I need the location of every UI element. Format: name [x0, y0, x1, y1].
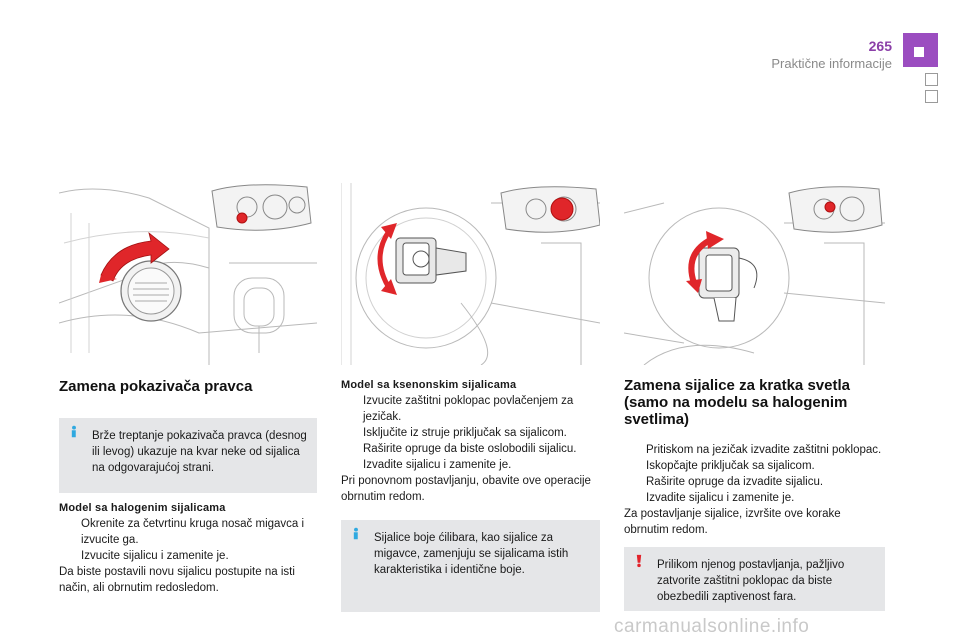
page-number: 265: [868, 38, 892, 54]
warning-note-right: Prilikom njenog postavljanja, pažljivo z…: [624, 547, 885, 611]
list-item: Raširite opruge da biste oslobodili sija…: [341, 441, 600, 457]
left-title-block: Zamena pokazivača pravca: [59, 378, 317, 395]
list-item: Okrenite za četvrtinu kruga nosač migavc…: [59, 516, 317, 548]
chapter-tab-empty: [925, 90, 938, 103]
paragraph: Da biste postavili novu sijalicu postupi…: [59, 566, 295, 594]
bullet-marker: [59, 516, 81, 548]
info-note-left: Brže treptanje pokazivača pravca (desnog…: [59, 418, 317, 493]
list-item-text: Izvadite sijalicu i zamenite je.: [646, 492, 795, 504]
info-note-middle: Sijalice boje ćilibara, kao sijalice za …: [341, 520, 600, 612]
chapter-tab-marker: [914, 47, 924, 57]
right-body: Zamena sijalice za kratka svetla (samo n…: [624, 377, 885, 538]
paragraph: Za postavljanje sijalice, izvršite ove k…: [624, 508, 841, 536]
list-item-text: Iskopčajte priključak sa sijalicom.: [646, 460, 815, 472]
bullet-marker: [624, 458, 646, 474]
bullet-marker: [624, 490, 646, 506]
list-item: Isključite iz struje priključak sa sijal…: [341, 425, 600, 441]
list-item-text: Izvucite zaštitni poklopac povlačenjem z…: [363, 395, 574, 423]
list-item: Izvucite sijalicu i zamenite je.: [59, 548, 317, 564]
bullet-marker: [341, 393, 363, 425]
list-item: Iskopčajte priključak sa sijalicom.: [624, 458, 885, 474]
list-item: Izvadite sijalicu i zamenite je.: [624, 490, 885, 506]
list-item-text: Izvucite sijalicu i zamenite je.: [81, 550, 229, 562]
illustration-halogen-low-beam: [624, 183, 885, 365]
illustration-xenon-bulb: [341, 183, 600, 365]
list-item-text: Izvadite sijalicu i zamenite je.: [363, 459, 512, 471]
info-note-text: Sijalice boje ćilibara, kao sijalice za …: [374, 532, 569, 576]
info-note-text: Brže treptanje pokazivača pravca (desnog…: [92, 430, 307, 474]
info-icon: [71, 425, 76, 438]
list-item-text: Okrenite za četvrtinu kruga nosač migavc…: [81, 518, 305, 546]
warning-icon: [636, 554, 642, 568]
bullet-marker: [624, 474, 646, 490]
middle-body: Model sa ksenonskim sijalicama Izvucite …: [341, 377, 600, 505]
bullet-marker: [341, 425, 363, 441]
left-body: Model sa halogenim sijalicama Okrenite z…: [59, 500, 317, 596]
warning-note-text: Prilikom njenog postavljanja, pažljivo z…: [657, 559, 845, 603]
list-item: Pritiskom na jezičak izvadite zaštitni p…: [624, 442, 885, 458]
bullet-marker: [341, 457, 363, 473]
subhead-xenon: Model sa ksenonskim sijalicama: [341, 379, 517, 391]
list-item-text: Raširite opruge da biste oslobodili sija…: [363, 443, 577, 455]
bullet-marker: [624, 442, 646, 458]
subhead-halogen: Model sa halogenim sijalicama: [59, 502, 226, 514]
bullet-marker: [341, 441, 363, 457]
paragraph: Pri ponovnom postavljanju, obavite ove o…: [341, 475, 591, 503]
section-title: Praktične informacije: [771, 56, 892, 71]
heading-turn-signal: Zamena pokazivača pravca: [59, 378, 253, 395]
list-item: Izvadite sijalicu i zamenite je.: [341, 457, 600, 473]
list-item: Izvucite zaštitni poklopac povlačenjem z…: [341, 393, 600, 425]
illustration-turn-signal: [59, 183, 317, 365]
chapter-tab-empty: [925, 73, 938, 86]
list-item-text: Raširite opruge da izvadite sijalicu.: [646, 476, 824, 488]
bullet-marker: [59, 548, 81, 564]
heading-low-beam: Zamena sijalice za kratka svetla (samo n…: [624, 377, 850, 428]
list-item: Raširite opruge da izvadite sijalicu.: [624, 474, 885, 490]
watermark: carmanualsonline.info: [614, 616, 810, 637]
chapter-tab: [903, 33, 938, 67]
info-icon: [353, 527, 358, 540]
list-item-text: Isključite iz struje priključak sa sijal…: [363, 427, 567, 439]
list-item-text: Pritiskom na jezičak izvadite zaštitni p…: [646, 444, 882, 456]
